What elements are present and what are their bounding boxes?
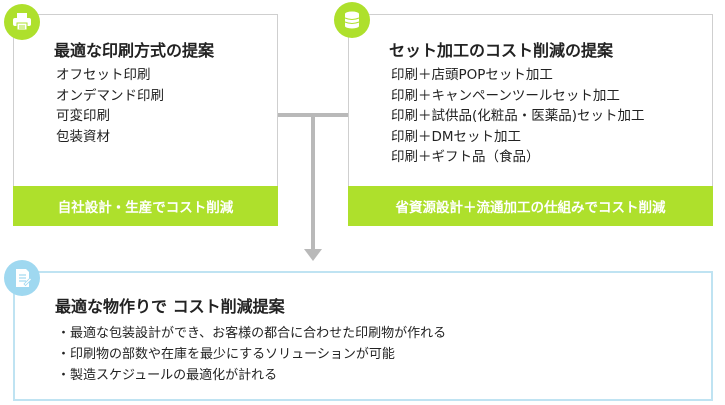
left-card-footer: 自社設計・生産でコスト削減 [13,186,278,226]
list-item: 包装資材 [56,128,110,145]
list-item: 最適な包装設計ができ、お客様の都合に合わせた印刷物が作れる [57,323,446,344]
left-card-list: オフセット印刷 オンデマンド印刷 可変印刷 包装資材 [56,65,164,147]
right-card: セット加工のコスト削減の提案 印刷＋店頭POPセット加工 印刷＋キャンペーンツー… [348,14,713,226]
printer-icon [4,4,40,40]
list-item: 製造スケジュールの最適化が計れる [57,365,446,386]
list-item: 印刷＋ギフト品（食品） [391,149,540,165]
bottom-card-title: 最適な物作りで コスト削減提案 [55,297,285,316]
connector-vertical [311,113,315,249]
right-card-title: セット加工のコスト削減の提案 [389,41,614,60]
list-item: 印刷＋店頭POPセット加工 [391,67,553,83]
list-item: 可変印刷 [56,108,110,124]
list-item: 印刷＋キャンペーンツールセット加工 [391,87,620,104]
bottom-card-bullets: 最適な包装設計ができ、お客様の都合に合わせた印刷物が作れる 印刷物の部数や在庫を… [57,323,446,386]
coins-icon [334,2,370,38]
list-item: 印刷＋DMセット加工 [391,128,522,145]
left-card-title: 最適な印刷方式の提案 [54,41,215,60]
right-card-list: 印刷＋店頭POPセット加工 印刷＋キャンペーンツールセット加工 印刷＋試供品(化… [391,65,645,168]
document-icon [4,260,40,296]
list-item: オフセット印刷 [56,67,151,83]
list-item: 印刷＋試供品(化粧品・医薬品)セット加工 [391,108,645,124]
right-card-footer: 省資源設計＋流通加工の仕組みでコスト削減 [348,186,713,226]
bottom-card: 最適な物作りで コスト削減提案 最適な包装設計ができ、お客様の都合に合わせた印刷… [13,271,713,401]
arrow-down-icon [304,249,322,261]
list-item: 印刷物の部数や在庫を最少にするソリューションが可能 [57,344,446,365]
left-card: 最適な印刷方式の提案 オフセット印刷 オンデマンド印刷 可変印刷 包装資材 自社… [13,14,278,226]
list-item: オンデマンド印刷 [56,87,164,104]
